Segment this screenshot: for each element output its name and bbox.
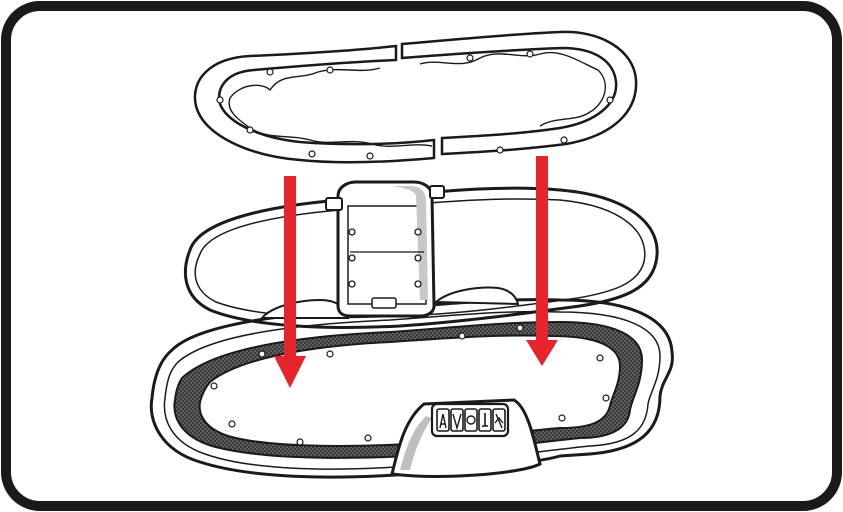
screw [414,228,422,236]
top-pad-left-half [193,44,436,164]
left-arrow-head [274,356,306,388]
rivet [364,434,372,442]
top-pad-assembly [193,30,638,164]
base-rivets [210,324,610,446]
screw [348,228,356,236]
screw [414,280,422,288]
control-console [390,398,542,478]
snap [560,136,568,144]
music-glyph [466,415,476,425]
console-buttons [436,408,506,432]
rivet [558,414,566,422]
top-pad-right-half [400,30,638,156]
snap [366,152,374,160]
center-post-slot [371,297,397,309]
left-arrow-shaft [284,176,296,358]
right-down-arrow [526,156,558,366]
tummy-time-icon[interactable] [436,408,450,432]
snap [326,66,334,74]
rivet [258,350,266,358]
screw [348,254,356,262]
assembly-arrows [274,156,558,388]
snap [246,126,254,134]
center-post-screws [348,228,422,288]
volume-glyph [494,413,504,429]
left-clip [325,197,343,211]
snap [216,96,224,104]
snap [266,68,274,76]
right-clip [429,185,445,199]
snap [308,150,316,158]
snap [466,54,474,62]
right-arrow-shaft [536,156,548,342]
top-pad-inner-wave [228,51,607,147]
rivet [516,324,524,332]
rivet [296,438,304,446]
music-icon[interactable] [464,408,478,432]
snap [606,96,614,104]
right-support [433,286,520,306]
snap [496,146,504,154]
top-pad-snaps [216,50,614,160]
snap [526,50,534,58]
screw [414,254,422,262]
right-arrow-head [526,340,558,366]
rivet [228,420,236,428]
middle-frame-assembly [183,180,659,329]
rivet [602,394,610,402]
center-post [325,180,445,318]
tummy-time-glyph [439,413,447,429]
center-post-shading [392,186,428,300]
center-post-front-panel [347,205,427,305]
light-glyph [482,413,488,427]
vibration-icon[interactable] [450,408,464,432]
rivet [596,354,604,362]
vibration-glyph [452,413,462,431]
console-shading [400,416,432,470]
rivet [326,350,334,358]
rivet [458,332,466,340]
screw [348,280,356,288]
center-post-body [336,180,436,318]
left-down-arrow [274,176,306,388]
base-rim-line [163,310,661,470]
rivet [210,382,218,390]
